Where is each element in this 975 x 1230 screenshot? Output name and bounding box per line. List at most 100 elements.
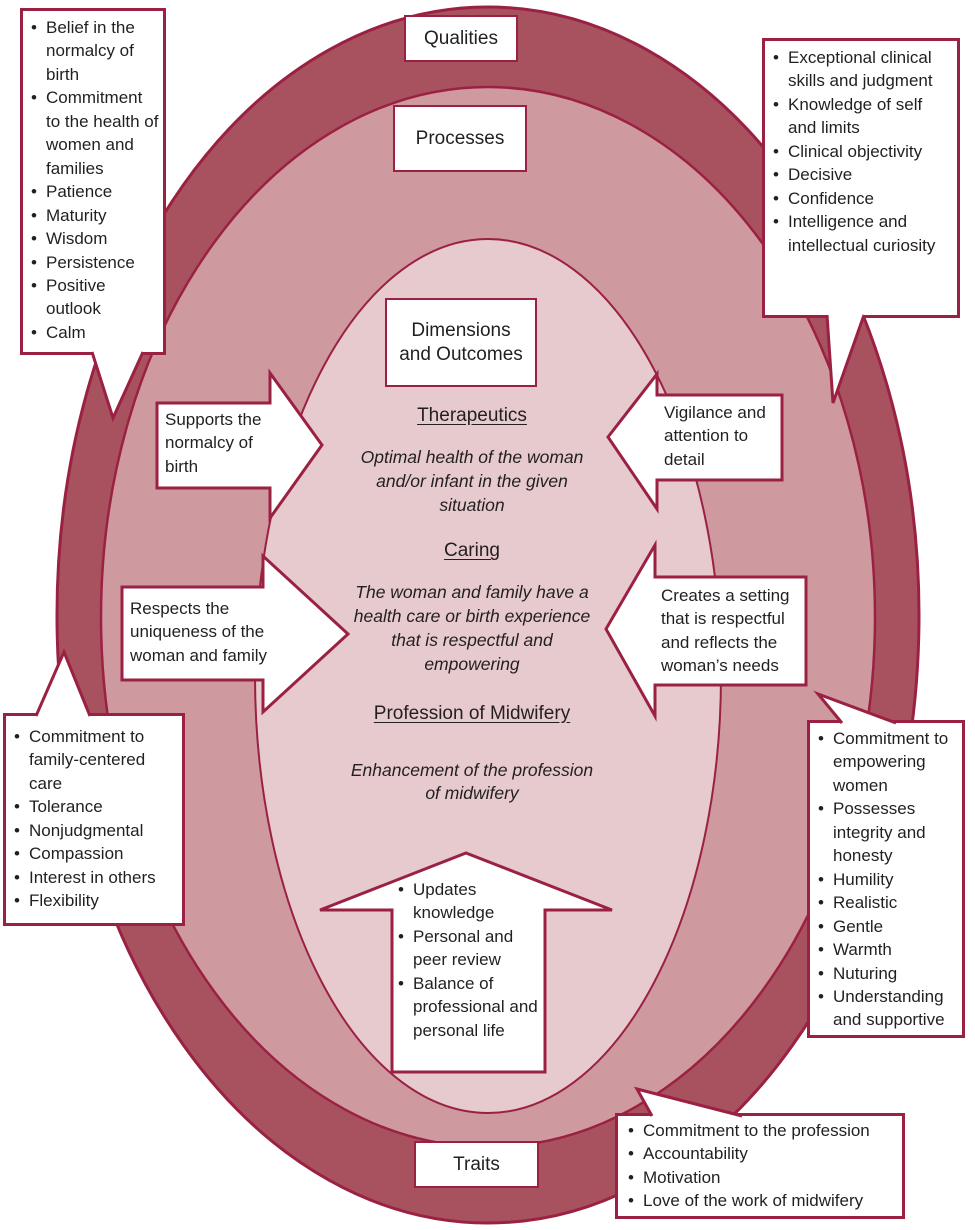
bullet-text: Gentle — [833, 916, 884, 936]
bullet-text: Maturity — [46, 205, 107, 225]
caring-heading: Caring — [444, 540, 500, 562]
bullet-text: Knowledge of self and limits — [788, 94, 923, 138]
bullet-icon: • — [31, 88, 37, 108]
bullet-text: Exceptional clinical skills and judgment — [788, 48, 933, 91]
bullet-item: •Calm — [31, 321, 159, 344]
bullet-item: • Patience — [31, 180, 159, 203]
bullet-icon: • — [14, 891, 20, 911]
bullet-item: • Accountability — [628, 1142, 896, 1165]
bullet-item: •Balance of professional and personal li… — [398, 972, 546, 1042]
bullet-icon: • — [818, 963, 824, 983]
supports-arrow-label: Supports the normalcy of birth — [165, 410, 262, 476]
bullet-icon: • — [31, 182, 37, 202]
bullet-text: Updates knowledge — [413, 880, 495, 923]
bullet-text: Humility — [833, 869, 894, 889]
bullet-icon: • — [818, 986, 824, 1006]
bullet-item: • Understanding and supportive — [818, 985, 958, 1032]
bullet-text: Interest in others — [29, 867, 156, 887]
bullet-text: Commitment to family-centered care — [29, 727, 146, 793]
bullet-icon: • — [31, 205, 37, 225]
ring-label-processes: Processes — [393, 105, 527, 172]
callout-traits-left: • Commitment to family-centered care • Tole… — [3, 713, 185, 926]
bullet-text: Flexibility — [29, 891, 99, 911]
ring-label-dimensions-outcomes: Dimensions and Outcomes — [385, 298, 537, 387]
bullet-item: •Humility — [818, 868, 958, 891]
bullet-text: Understanding and supportive — [833, 986, 945, 1030]
bullet-icon: • — [14, 727, 20, 746]
bullet-text: Clinical objectivity — [788, 141, 923, 161]
callout-qualities-left: •Belief in the normalcy of birth•Commitm… — [20, 8, 166, 355]
bullet-item: • Commitment to family-centered care — [14, 725, 178, 795]
bullet-item: •Nonjudgmental — [14, 819, 178, 842]
profession-body: Enhancement of the profession of midwife… — [350, 759, 594, 804]
respects-arrow-label: Respects the uniqueness of the woman and… — [130, 599, 268, 665]
bullet-icon: • — [31, 18, 37, 37]
bullet-text: Motivation — [643, 1167, 721, 1187]
bullet-text: Tolerance — [29, 797, 103, 817]
bullet-text: Balance of professional and personal lif… — [413, 973, 538, 1040]
bullet-item: • Updates knowledge — [398, 878, 546, 925]
bullet-item: •Clinical objectivity — [773, 140, 953, 163]
bullet-text: Nuturing — [833, 963, 898, 983]
bullet-text: Commitment to empowering women — [833, 729, 949, 795]
caring-body: The woman and family have a health care … — [353, 582, 591, 674]
callout-traits-bottom: •Commitment to the profession• Accountabi… — [615, 1113, 905, 1219]
bullet-icon: • — [31, 322, 37, 342]
bullet-item: • Tolerance — [14, 795, 178, 818]
bullet-text: Love of the work of midwifery — [643, 1191, 864, 1211]
renewal-arrow-list: •Updates knowledge•Personal and peer rev… — [398, 878, 546, 1042]
bullet-item: •Realistic — [818, 891, 958, 914]
bullet-icon: • — [31, 229, 37, 249]
bullet-text: Confidence — [788, 188, 875, 208]
bullet-item: •Belief in the normalcy of birth — [31, 16, 159, 86]
bullet-item: •Possesses integrity and honesty — [818, 797, 958, 867]
bullet-item: • Intelligence and intellectual curiosity — [773, 210, 953, 257]
bullet-text: Wisdom — [46, 229, 108, 249]
bullet-icon: • — [818, 916, 824, 936]
bullet-text: Realistic — [833, 893, 898, 913]
creates-arrow-shape — [604, 539, 808, 722]
bullet-text: Persistence — [46, 252, 135, 272]
bullet-icon: • — [773, 212, 779, 232]
bullet-item: • Wisdom — [31, 227, 159, 250]
bullet-text: Patience — [46, 182, 113, 202]
bullet-text: Commitment to the profession — [643, 1121, 870, 1140]
bullet-icon: • — [14, 844, 20, 864]
bullet-icon: • — [31, 252, 37, 272]
bullet-item: • Flexibility — [14, 889, 178, 912]
bullet-item: • Persistence — [31, 251, 159, 274]
ring-label-traits: Traits — [414, 1141, 539, 1188]
bullet-text: Accountability — [643, 1144, 748, 1164]
callout-traits-right: • Commitment to empowering women•Possesse… — [807, 720, 965, 1038]
bullet-item: • Gentle — [818, 915, 958, 938]
bullet-item: • Warmth — [818, 938, 958, 961]
bullet-text: Warmth — [833, 940, 892, 960]
callout-qualities-right: • Exceptional clinical skills and judgmen… — [762, 38, 960, 318]
bullet-icon: • — [14, 867, 20, 887]
bullet-icon: • — [398, 880, 404, 899]
bullet-item: •Commitment to the profession — [628, 1119, 896, 1142]
ring-label-qualities: Qualities — [404, 15, 518, 62]
supports-arrow-shape — [155, 368, 324, 523]
bullet-text: Decisive — [788, 165, 853, 185]
bullet-icon: • — [398, 926, 404, 946]
therapeutics-body: Optimal health of the woman and/or infan… — [360, 447, 584, 515]
bullet-text: Intelligence and intellectual curiosity — [788, 212, 936, 255]
bullet-item: •Decisive — [773, 163, 953, 186]
bullet-icon: • — [14, 797, 20, 817]
bullet-item: •Knowledge of self and limits — [773, 93, 953, 140]
bullet-item: •Positive outlook — [31, 274, 159, 321]
creates-arrow-label: Creates a setting that is respectful and… — [661, 586, 790, 675]
bullet-item: • Nuturing — [818, 962, 958, 985]
bullet-icon: • — [818, 799, 824, 819]
bullet-icon: • — [628, 1144, 634, 1164]
bullet-icon: • — [773, 48, 779, 67]
bullet-icon: • — [818, 940, 824, 960]
bullet-item: • Commitment to empowering women — [818, 727, 958, 797]
bullet-icon: • — [14, 820, 20, 840]
bullet-icon: • — [818, 729, 824, 748]
bullet-text: Commitment to the health of women and fa… — [46, 88, 159, 178]
therapeutics-heading: Therapeutics — [417, 405, 527, 426]
